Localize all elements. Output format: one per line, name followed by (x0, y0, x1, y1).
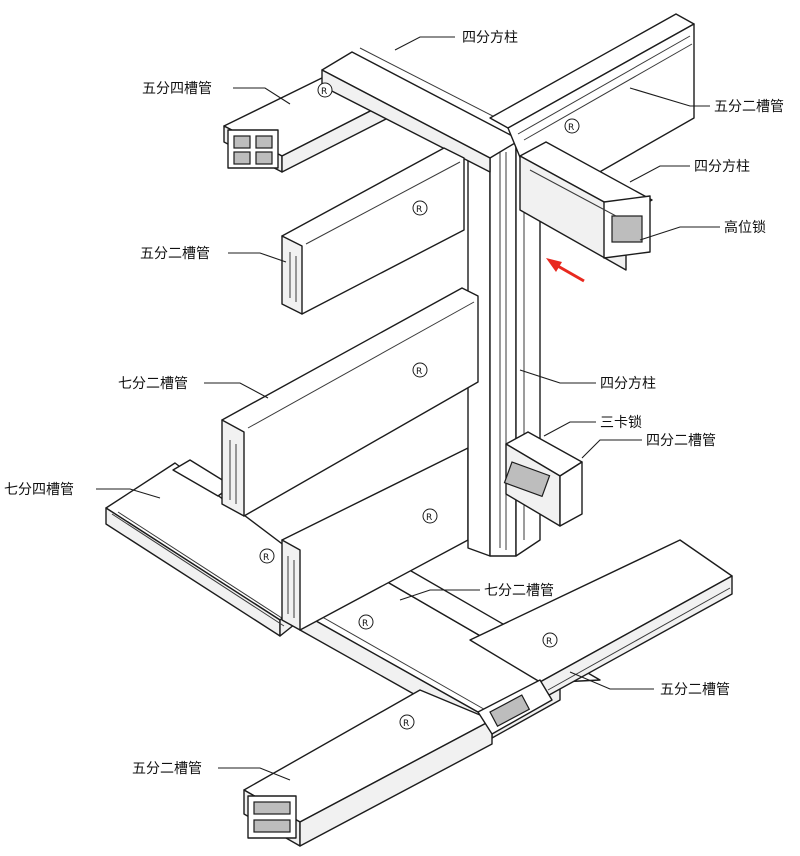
svg-text:R: R (546, 637, 552, 647)
left-mid-tube (281, 147, 465, 315)
badge-4: R (412, 362, 428, 378)
left-lower-tube (221, 287, 479, 517)
label-base-left-tube: 七分四槽管 (4, 482, 74, 498)
label-top-post: 四分方柱 (462, 30, 518, 46)
leader-lines (96, 36, 720, 781)
label-base-front-tube: 五分二槽管 (132, 761, 202, 777)
small-tube (503, 431, 583, 527)
svg-text:R: R (426, 513, 432, 523)
label-high-lock: 高位锁 (724, 219, 766, 236)
svg-text:R: R (416, 205, 422, 215)
badge-9: R (399, 714, 415, 730)
base-front-tube (243, 679, 553, 847)
svg-text:R: R (321, 87, 327, 97)
label-small-tube: 四分二槽管 (646, 433, 716, 449)
badge-5: R (422, 508, 438, 524)
label-base-right-tube: 五分二槽管 (660, 682, 730, 698)
svg-text:R: R (416, 367, 422, 377)
label-left-lower-tube: 七分二槽管 (118, 376, 188, 392)
label-left-top-tube: 五分四槽管 (142, 81, 212, 97)
label-base-center-tube: 七分二槽管 (484, 583, 554, 599)
svg-text:R: R (263, 553, 269, 563)
svg-text:R: R (362, 619, 368, 629)
svg-text:R: R (403, 719, 409, 729)
insert-arrow (546, 258, 585, 283)
badge-1: R (317, 82, 333, 98)
badge-6: R (259, 548, 275, 564)
label-center-post: 四分方柱 (600, 376, 656, 392)
right-post (519, 141, 653, 271)
badge-3: R (412, 200, 428, 216)
badge-8: R (542, 632, 558, 648)
label-right-top-tube: 五分二槽管 (714, 99, 784, 115)
label-right-post: 四分方柱 (694, 159, 750, 175)
label-tri-lock: 三卡锁 (600, 415, 642, 431)
label-left-mid-tube: 五分二槽管 (140, 246, 210, 262)
svg-text:R: R (568, 123, 574, 133)
badge-7: R (358, 614, 374, 630)
badge-2: R (564, 118, 580, 134)
